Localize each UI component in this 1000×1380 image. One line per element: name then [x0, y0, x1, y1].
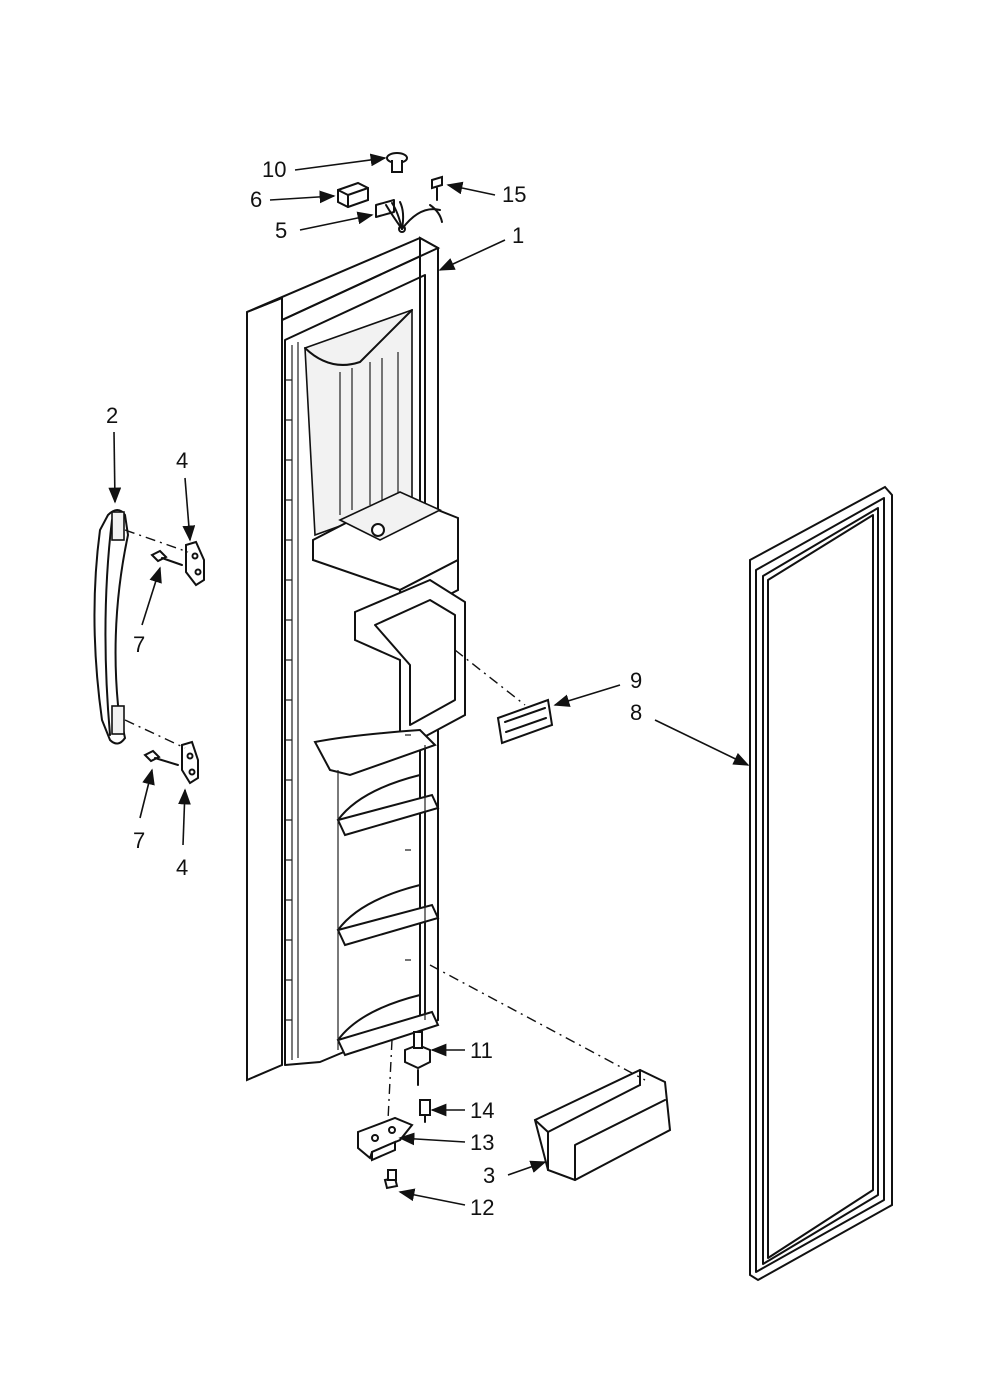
callout-15: 15	[502, 182, 526, 207]
callout-14: 14	[470, 1098, 494, 1123]
ground-screw	[429, 175, 443, 223]
door-bin	[533, 1068, 672, 1182]
plug-grommet	[386, 152, 408, 173]
callout-8: 8	[630, 700, 642, 725]
callout-1: 1	[512, 223, 524, 248]
callout-5: 5	[275, 218, 287, 243]
hinge-pin-bushing	[404, 1031, 431, 1086]
callout-2: 2	[106, 403, 118, 428]
callout-13: 13	[470, 1130, 494, 1155]
leader-arrows	[108, 153, 750, 1206]
handle-bracket-top	[185, 540, 205, 587]
door-assembly	[246, 225, 466, 1082]
callout-4-bottom: 4	[176, 855, 188, 880]
callout-labels: 10 6 5 15 1 2 4 7 9 8 7 4 11 14 13 3 12	[106, 157, 642, 1220]
callout-7-top: 7	[133, 632, 145, 657]
callout-3: 3	[483, 1163, 495, 1188]
callout-7-bottom: 7	[133, 828, 145, 853]
handle-bracket-bottom	[181, 740, 199, 785]
callout-10: 10	[262, 157, 286, 182]
wire-harness	[375, 199, 441, 230]
callout-11: 11	[470, 1038, 493, 1063]
handle-screw-bottom	[143, 749, 179, 766]
hinge-screw-12	[383, 1169, 399, 1190]
dispenser-pad	[496, 698, 554, 745]
door-gasket	[749, 485, 893, 1282]
callout-6: 6	[250, 187, 262, 212]
door-handle	[93, 509, 130, 745]
callout-12: 12	[470, 1195, 494, 1220]
gasket-ticks	[286, 379, 292, 1021]
hinge-screw-14	[419, 1099, 431, 1123]
wire-connector	[337, 181, 369, 209]
callout-9: 9	[630, 668, 642, 693]
callout-4-top: 4	[176, 448, 188, 473]
handle-screw-top	[150, 549, 183, 566]
bottom-hinge-13	[357, 1116, 414, 1162]
